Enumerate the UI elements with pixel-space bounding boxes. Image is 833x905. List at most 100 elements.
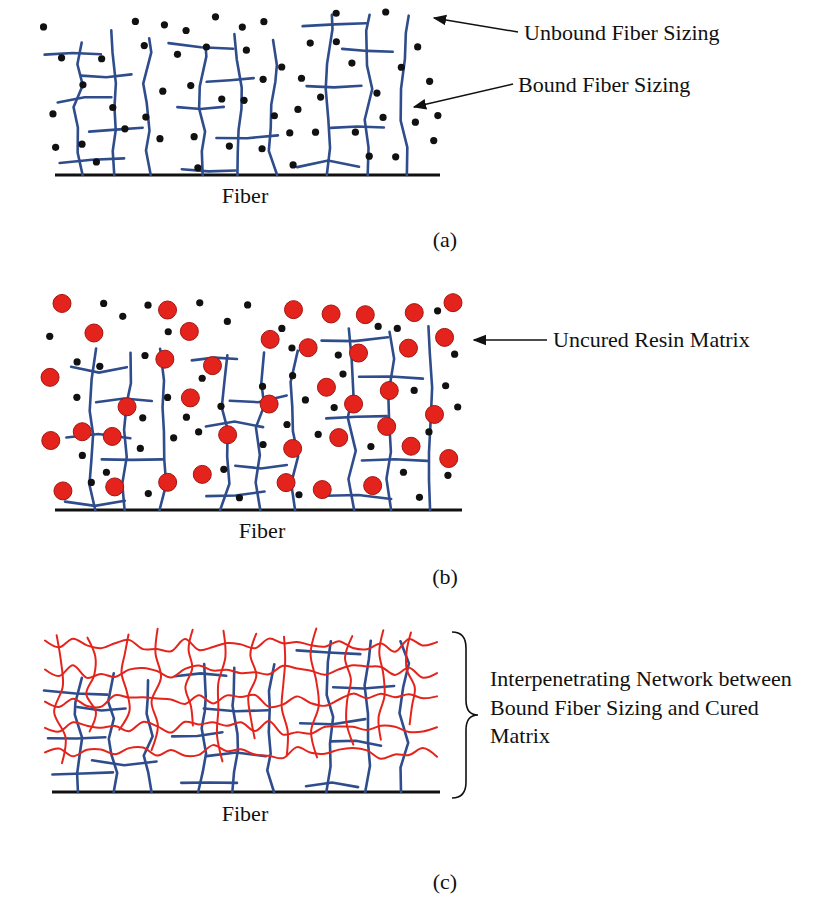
unbound-sizing-dot	[182, 27, 189, 34]
unbound-sizing-dot	[239, 23, 246, 30]
unbound-sizing-dot	[109, 104, 116, 111]
unbound-sizing-dot	[352, 129, 359, 136]
unbound-sizing-dot	[159, 88, 166, 95]
unbound-sizing-dot	[294, 106, 301, 113]
unbound-sizing-dot	[331, 404, 338, 411]
cured-matrix-strand	[282, 637, 288, 756]
unbound-sizing-dot	[220, 466, 227, 473]
bound-sizing-strand	[177, 107, 223, 109]
uncured-resin-particle	[317, 378, 335, 396]
bound-sizing-strand	[111, 30, 116, 175]
callout-label: Uncured Resin Matrix	[553, 326, 750, 355]
unbound-sizing-dot	[400, 469, 407, 476]
unbound-sizing-dot	[444, 472, 451, 479]
bound-sizing-strand	[206, 421, 263, 427]
bound-sizing-strand	[182, 169, 236, 171]
cured-matrix-strand	[406, 633, 415, 725]
unbound-sizing-dot	[52, 144, 59, 151]
unbound-sizing-dot	[339, 370, 346, 377]
unbound-sizing-dot	[224, 318, 231, 325]
uncured-resin-particle	[440, 450, 458, 468]
uncured-resin-particle	[405, 304, 423, 322]
unbound-sizing-dot	[137, 445, 144, 452]
uncured-resin-particle	[299, 339, 317, 357]
bound-sizing-strand	[204, 708, 268, 711]
unbound-sizing-dot	[73, 358, 80, 365]
bound-sizing-strand	[267, 664, 274, 792]
fiber-label: Fiber	[239, 517, 285, 546]
bound-sizing-strand	[399, 641, 408, 792]
cured-matrix-strand	[185, 630, 192, 726]
unbound-sizing-dot	[244, 301, 251, 308]
unbound-sizing-dot	[161, 21, 168, 28]
bound-sizing-strand	[169, 43, 234, 49]
unbound-sizing-dot	[199, 375, 206, 382]
bound-sizing-strand	[175, 673, 226, 676]
unbound-sizing-dot	[191, 133, 198, 140]
unbound-sizing-dot	[119, 313, 126, 320]
unbound-sizing-dot	[412, 119, 419, 126]
unbound-sizing-dot	[243, 47, 250, 54]
unbound-sizing-dot	[103, 469, 110, 476]
unbound-sizing-dot	[164, 394, 171, 401]
bound-sizing-strand	[74, 43, 83, 175]
unbound-sizing-dot	[203, 43, 210, 50]
bound-sizing-strand	[331, 741, 381, 746]
bound-sizing-strand	[232, 668, 238, 792]
bound-sizing-strand	[143, 38, 151, 175]
cured-matrix-strand	[45, 639, 437, 652]
unbound-sizing-dot	[373, 89, 380, 96]
uncured-resin-particle	[203, 357, 221, 375]
unbound-sizing-dot	[165, 328, 172, 335]
unbound-sizing-dot	[46, 333, 53, 340]
cured-matrix-strand	[345, 636, 353, 745]
uncured-resin-particle	[277, 474, 295, 492]
uncured-resin-particle	[261, 330, 279, 348]
unbound-sizing-dot	[194, 164, 201, 171]
bound-sizing-strand	[365, 641, 371, 792]
uncured-resin-particle	[181, 389, 199, 407]
unbound-sizing-dot	[312, 129, 319, 136]
cured-matrix-strand	[45, 745, 437, 759]
unbound-sizing-dot	[278, 63, 285, 70]
unbound-sizing-dot	[335, 351, 342, 358]
uncured-resin-particle	[444, 294, 462, 312]
unbound-sizing-dot	[295, 491, 302, 498]
unbound-sizing-dot	[392, 153, 399, 160]
unbound-sizing-dot	[283, 421, 290, 428]
uncured-resin-particle	[364, 477, 382, 495]
bound-sizing-strand	[58, 97, 112, 102]
bound-sizing-strand	[172, 732, 222, 736]
bound-sizing-strand	[181, 781, 237, 784]
fiber-surface	[52, 791, 440, 794]
bound-sizing-strand	[307, 86, 362, 88]
unbound-sizing-dot	[141, 42, 148, 49]
unbound-sizing-dot	[260, 18, 267, 25]
bound-sizing-strand	[359, 377, 423, 379]
unbound-sizing-dot	[333, 38, 340, 45]
bound-sizing-strand	[362, 459, 427, 461]
uncured-resin-particle	[350, 344, 368, 362]
bound-sizing-strand	[206, 492, 264, 497]
uncured-resin-particle	[219, 426, 237, 444]
unbound-sizing-dot	[98, 55, 105, 62]
uncured-resin-particle	[156, 350, 174, 368]
fiber-label: Fiber	[222, 800, 268, 829]
uncured-resin-particle	[436, 328, 454, 346]
bound-sizing-strand	[303, 23, 366, 26]
cured-matrix-strand	[217, 631, 226, 762]
unbound-sizing-dot	[288, 344, 295, 351]
unbound-sizing-dot	[394, 325, 401, 332]
leader-arrow	[414, 84, 513, 107]
uncured-resin-particle	[313, 481, 331, 499]
unbound-sizing-dot	[375, 323, 382, 330]
uncured-resin-particle	[180, 322, 198, 340]
bound-sizing-strand	[297, 650, 361, 654]
unbound-sizing-dot	[414, 43, 421, 50]
uncured-resin-particle	[285, 301, 303, 319]
fiber-label: Fiber	[222, 182, 268, 211]
bound-sizing-strand	[102, 458, 163, 461]
bound-sizing-strand	[65, 501, 125, 506]
uncured-resin-particle	[42, 432, 60, 450]
